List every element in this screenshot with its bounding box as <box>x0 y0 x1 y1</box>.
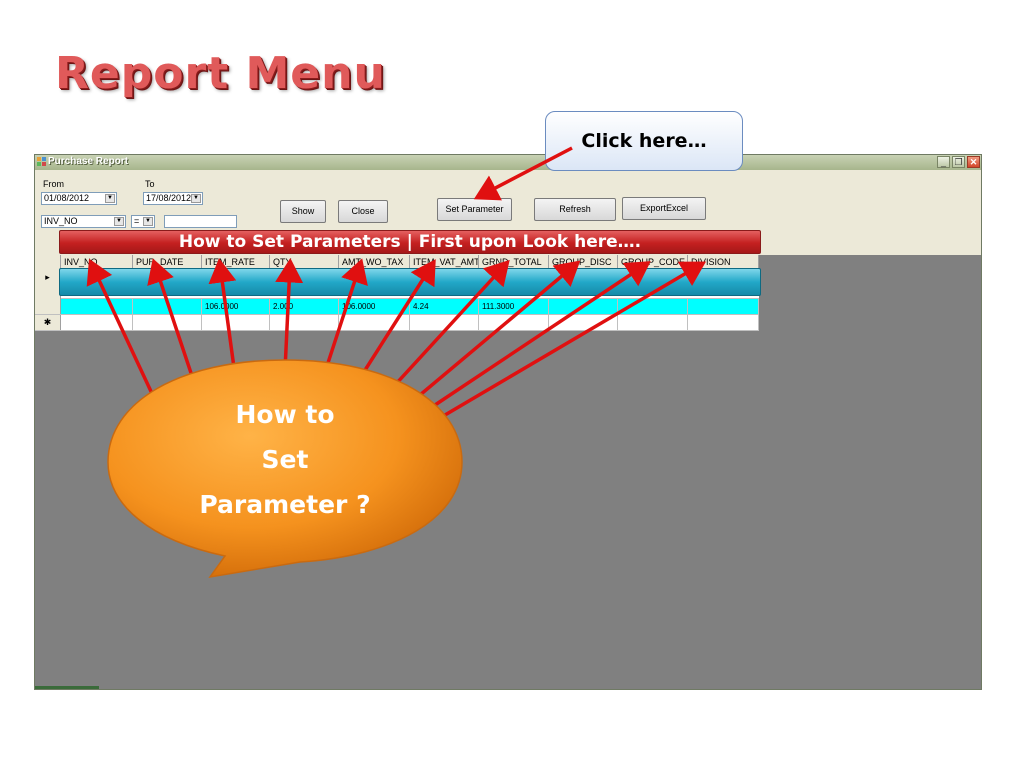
grid-cell[interactable] <box>270 315 339 330</box>
instruction-banner: How to Set Parameters | First upon Look … <box>59 230 761 254</box>
from-label: From <box>43 179 64 189</box>
grid-cell[interactable]: 2.000 <box>270 299 339 314</box>
grid-cell[interactable] <box>688 299 759 314</box>
to-date-picker[interactable]: 17/08/2012 ▼ <box>143 192 203 205</box>
grid-cell[interactable] <box>339 315 410 330</box>
grid-corner <box>35 255 61 269</box>
column-header[interactable]: ITEM_RATE <box>202 255 270 269</box>
grid-cell[interactable] <box>549 299 618 314</box>
restore-button[interactable]: ❐ <box>952 156 965 168</box>
window-title: Purchase Report <box>48 156 129 167</box>
slide-title: Report Menu <box>55 48 386 99</box>
grid-cell[interactable]: 4.24 <box>410 299 479 314</box>
filter-value-input[interactable] <box>164 215 237 228</box>
grid-cell[interactable]: 111.3000 <box>479 299 549 314</box>
grid-cell[interactable] <box>133 315 202 330</box>
column-header[interactable]: AMT_WO_TAX <box>339 255 410 269</box>
refresh-button[interactable]: Refresh <box>534 198 616 221</box>
grid-cell[interactable] <box>410 315 479 330</box>
to-date-value: 17/08/2012 <box>146 193 192 203</box>
field-select-value: INV_NO <box>44 216 78 226</box>
grid-cell[interactable] <box>618 299 688 314</box>
grid-cell[interactable] <box>133 299 202 314</box>
grid-cell[interactable] <box>549 315 618 330</box>
column-header[interactable]: INV_NO <box>61 255 133 269</box>
grid-cell[interactable]: 106.0000 <box>202 299 270 314</box>
bubble-text: How to Set Parameter ? <box>150 392 420 527</box>
grid-cell[interactable] <box>618 315 688 330</box>
grid-cell[interactable]: 106.0000 <box>339 299 410 314</box>
field-select[interactable]: INV_NO ▼ <box>41 215 126 228</box>
row-indicator: ▸ <box>35 269 61 299</box>
grid-cell[interactable] <box>202 315 270 330</box>
column-header[interactable]: GROUP_CODE <box>618 255 688 269</box>
grid-cell[interactable] <box>61 315 133 330</box>
close-window-button[interactable]: ✕ <box>967 156 980 168</box>
column-header[interactable]: ITEM_VAT_AMT <box>410 255 479 269</box>
status-strip <box>35 686 99 689</box>
new-row-marker: ✱ <box>35 315 61 330</box>
column-header[interactable]: GROUP_DISC <box>549 255 618 269</box>
grid-cell[interactable] <box>61 299 133 314</box>
row-header <box>35 299 61 314</box>
chevron-down-icon[interactable]: ▼ <box>191 194 201 203</box>
column-header[interactable]: QTY <box>270 255 339 269</box>
chevron-down-icon[interactable]: ▼ <box>143 217 153 226</box>
set-parameter-button[interactable]: Set Parameter <box>437 198 512 221</box>
from-date-value: 01/08/2012 <box>44 193 90 203</box>
click-here-callout: Click here… <box>545 111 743 171</box>
grid-cell[interactable] <box>479 315 549 330</box>
app-icon <box>37 157 46 166</box>
to-label: To <box>145 179 155 189</box>
from-date-picker[interactable]: 01/08/2012 ▼ <box>41 192 117 205</box>
bubble-line: Set <box>261 445 309 474</box>
export-excel-button[interactable]: ExportExcel <box>622 197 706 220</box>
show-button[interactable]: Show <box>280 200 326 223</box>
close-button[interactable]: Close <box>338 200 388 223</box>
highlight-bar <box>59 268 761 296</box>
operator-value: = <box>134 216 140 226</box>
column-header[interactable]: DIVISION <box>688 255 759 269</box>
title-bar[interactable]: Purchase Report _ ❐ ✕ <box>35 155 981 170</box>
column-header[interactable]: GRND_TOTAL <box>479 255 549 269</box>
bubble-line: Parameter ? <box>199 490 371 519</box>
column-header[interactable]: PUR_DATE <box>133 255 202 269</box>
chevron-down-icon[interactable]: ▼ <box>105 194 115 203</box>
table-row[interactable]: 106.0000 2.000 106.0000 4.24 111.3000 <box>35 299 759 315</box>
grid-cell[interactable] <box>688 315 759 330</box>
minimize-button[interactable]: _ <box>937 156 950 168</box>
bubble-line: How to <box>235 400 335 429</box>
new-row[interactable]: ✱ <box>35 315 759 331</box>
operator-select[interactable]: = ▼ <box>131 215 155 228</box>
chevron-down-icon[interactable]: ▼ <box>114 217 124 226</box>
